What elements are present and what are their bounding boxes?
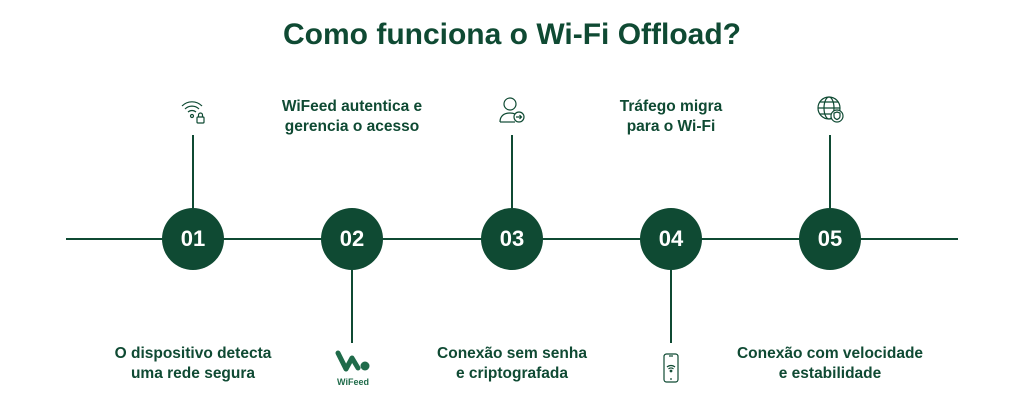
page-title: Como funciona o Wi-Fi Offload? [283,18,741,51]
connector-03 [511,135,513,208]
step-circle-01: 01 [162,208,224,270]
connector-04 [670,270,672,343]
label-line: e estabilidade [778,365,882,382]
step-label-03: Conexão sem senha e criptografada [412,344,612,384]
wifeed-logo-mark [335,350,370,372]
connector-01 [192,135,194,208]
step-label-05: Conexão com velocidade e estabilidade [720,344,940,384]
wifeed-logo: WiFeed [333,350,373,387]
phone-wifi-icon [663,353,679,383]
connector-02 [351,270,353,343]
step-circle-04: 04 [640,208,702,270]
label-line: uma rede segura [130,365,256,382]
label-line: Conexão sem senha [437,345,587,362]
user-arrow-icon [499,97,525,123]
wifeed-logo-text: WiFeed [337,377,369,387]
step-label-01: O dispositivo detecta uma rede segura [93,344,293,384]
step-circle-05: 05 [799,208,861,270]
label-line: e criptografada [456,365,568,382]
label-line: gerencia o acesso [284,118,420,135]
wifi-lock-icon [181,101,205,124]
label-line: O dispositivo detecta [114,345,272,362]
step-circle-02: 02 [321,208,383,270]
label-line: Conexão com velocidade [736,345,924,362]
label-line: para o Wi-Fi [626,118,716,135]
connector-05 [829,135,831,208]
step-label-02: WiFeed autentica e gerencia o acesso [252,97,452,137]
label-line: WiFeed autentica e [281,98,423,115]
globe-shield-icon [817,96,844,123]
step-circle-03: 03 [481,208,543,270]
step-label-04: Tráfego migra para o Wi-Fi [571,97,771,137]
label-line: Tráfego migra [619,98,723,115]
